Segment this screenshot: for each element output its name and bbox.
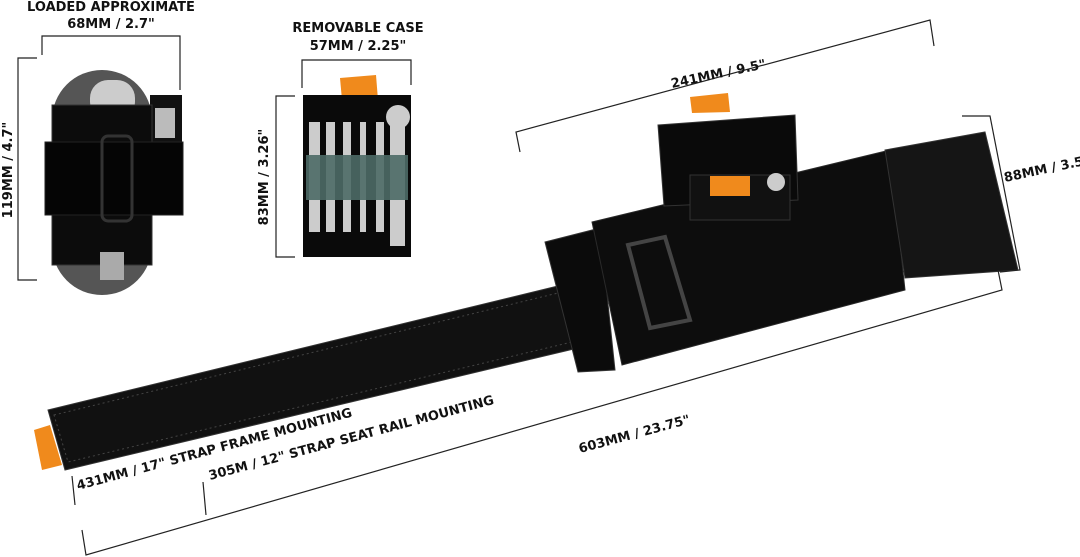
pocket-wrench <box>767 173 785 191</box>
case-height-label: 83MM / 3.26" <box>257 129 272 226</box>
body-height-label: 88MM / 3.5" <box>1003 153 1080 186</box>
total-length-label: 603MM / 23.75" <box>577 413 692 457</box>
strap-buckle <box>100 134 134 223</box>
main-product <box>34 93 1019 471</box>
removable-case <box>303 75 411 257</box>
canister-thread <box>100 252 124 280</box>
case-width-label: 57MM / 2.25" <box>310 39 407 54</box>
velcro-patch <box>884 131 1019 279</box>
elastic-band <box>306 155 408 200</box>
tool-head <box>155 108 175 138</box>
loaded-dimension-lines <box>17 35 181 281</box>
main-buckle <box>625 234 693 331</box>
strap-end-tab <box>34 425 62 470</box>
loaded-unit <box>44 70 184 295</box>
case-dimension-lines <box>275 59 412 258</box>
pocket-pull-tab <box>690 93 730 113</box>
pocket-case-tab <box>710 176 750 196</box>
loaded-height-label: 119MM / 4.7" <box>1 122 16 219</box>
loaded-width-label: 68MM / 2.7" <box>67 17 155 32</box>
loaded-title: LOADED APPROXIMATE <box>27 0 195 15</box>
strap-loop <box>544 227 616 373</box>
pocket-width-label: 241MM / 9.5" <box>670 57 768 92</box>
case-title: REMOVABLE CASE <box>292 21 423 36</box>
strap-stitching <box>53 292 573 463</box>
wrap-strap <box>44 141 184 216</box>
main-dimension-lines <box>71 19 1021 556</box>
case-pull-tab <box>340 75 378 100</box>
